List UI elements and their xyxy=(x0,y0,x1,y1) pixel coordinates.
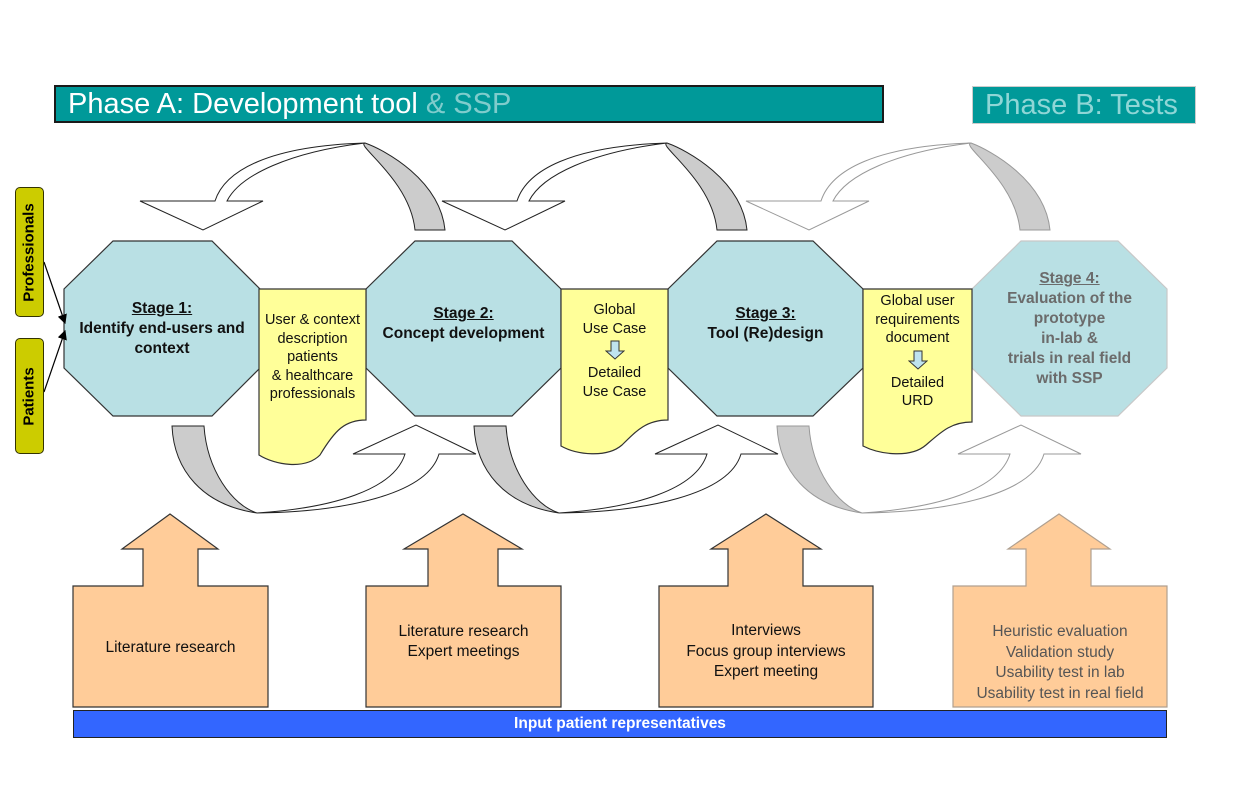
stage-1-line: Identify end-users and xyxy=(79,320,245,337)
document-2-line: Use Case xyxy=(582,320,647,337)
document-3-line: Global user xyxy=(880,293,955,309)
input-4-line: Heuristic evaluation xyxy=(992,623,1128,640)
down-arrow-icon xyxy=(907,350,928,370)
actor-professionals: Professionals xyxy=(15,187,44,317)
document-1-line: User & context xyxy=(264,312,361,328)
document-3-line: URD xyxy=(901,393,934,409)
stage-1-title: Stage 1: xyxy=(131,300,193,317)
input-1-line: Literature research xyxy=(105,638,236,656)
bottom-loop-arrow-3 xyxy=(861,424,1082,514)
stage-2-line: Concept development xyxy=(382,325,545,342)
phase-a-header: Phase A: Development tool & SSP xyxy=(54,85,884,123)
stage-1-text: Stage 1: Identify end-users and context xyxy=(64,290,260,368)
input-3-text: Interviews Focus group interviews Expert… xyxy=(659,586,873,710)
down-arrow-icon xyxy=(604,340,625,360)
stage-3-text: Stage 3: Tool (Re)design xyxy=(668,298,863,350)
input-patient-representatives-bar: Input patient representatives xyxy=(73,710,1167,738)
stage-3-title: Stage 3: xyxy=(735,305,796,322)
input-3-line: Expert meeting xyxy=(713,663,819,681)
input-4-line: Usability test in real field xyxy=(976,684,1144,702)
document-1-text: User & context description patients & he… xyxy=(259,311,366,404)
actor-patients-label: Patients xyxy=(21,366,39,426)
stage-4-line: with SSP xyxy=(1036,370,1103,387)
document-1-line: description xyxy=(277,330,348,347)
stage-1-line: context xyxy=(134,340,190,357)
actor-professionals-label: Professionals xyxy=(21,202,38,302)
stage-2-title: Stage 2: xyxy=(433,305,494,322)
top-loop-arrow-2 xyxy=(441,142,668,231)
document-1-line: patients xyxy=(287,349,338,365)
bar-label: Input patient representatives xyxy=(514,715,726,732)
phase-a-title: Phase A: Development tool xyxy=(68,88,418,120)
bottom-loop-arrow-1 xyxy=(256,424,477,514)
input-4-text: Heuristic evaluation Validation study Us… xyxy=(953,586,1167,710)
top-loop-arrow-3-shade xyxy=(969,142,1051,231)
bottom-loop-arrow-3-shade xyxy=(776,425,863,514)
stage-2-text: Stage 2: Concept development xyxy=(366,298,561,350)
document-3-shape xyxy=(862,288,973,455)
document-2-line: Detailed xyxy=(587,365,642,381)
document-3-text: Global user requirements document Detail… xyxy=(863,292,972,411)
document-3-line: requirements xyxy=(875,311,960,328)
top-loop-arrow-2-shade xyxy=(665,142,748,231)
input-3-line: Focus group interviews xyxy=(686,642,846,660)
bottom-loop-arrow-1-shade xyxy=(171,425,258,514)
document-2-line: Use Case xyxy=(582,383,647,400)
top-loop-arrow-1 xyxy=(139,142,366,231)
stage-3-line: Tool (Re)design xyxy=(707,325,824,342)
document-3-line: Detailed xyxy=(890,374,945,391)
actor-patients: Patients xyxy=(15,338,44,454)
bottom-loop-arrow-2-shade xyxy=(473,425,560,514)
stage-4-line: in-lab & xyxy=(1041,330,1098,347)
document-1-line: professionals xyxy=(269,386,356,402)
stage-4-line: trials in real field xyxy=(1007,350,1132,367)
stage-4-text: Stage 4: Evaluation of the prototype in-… xyxy=(972,267,1167,391)
input-1-shape xyxy=(72,513,269,708)
input-4-line: Validation study xyxy=(1005,643,1115,661)
input-2-line: Expert meetings xyxy=(407,643,520,660)
input-2-line: Literature research xyxy=(398,622,529,640)
input-4-line: Usability test in lab xyxy=(995,664,1125,681)
stage-4-title: Stage 4: xyxy=(1039,270,1100,287)
top-loop-arrow-1-shade xyxy=(363,142,446,231)
top-loop-arrow-3 xyxy=(745,142,972,231)
input-2-shape xyxy=(365,513,562,708)
patients-connector xyxy=(43,329,67,393)
input-1-text: Literature research xyxy=(73,586,268,710)
phase-b-header: Phase B: Tests xyxy=(972,86,1196,124)
phase-a-suffix: & SSP xyxy=(425,88,512,120)
document-2-text: Global Use Case Detailed Use Case xyxy=(561,301,668,401)
document-2-shape xyxy=(560,288,669,455)
document-2-line: Global xyxy=(593,302,636,318)
professionals-connector xyxy=(43,261,67,325)
stage-4-line: prototype xyxy=(1033,310,1106,327)
input-3-line: Interviews xyxy=(731,622,801,640)
bottom-loop-arrow-2 xyxy=(558,424,779,514)
input-2-text: Literature research Expert meetings xyxy=(366,586,561,710)
document-3-line: document xyxy=(885,330,950,346)
document-1-shape xyxy=(258,288,367,466)
input-4-shape xyxy=(952,513,1168,708)
document-1-line: & healthcare xyxy=(271,367,354,384)
phase-b-title: Phase B: Tests xyxy=(985,89,1178,121)
stage-4-line: Evaluation of the xyxy=(1007,290,1132,307)
input-3-shape xyxy=(658,513,874,708)
